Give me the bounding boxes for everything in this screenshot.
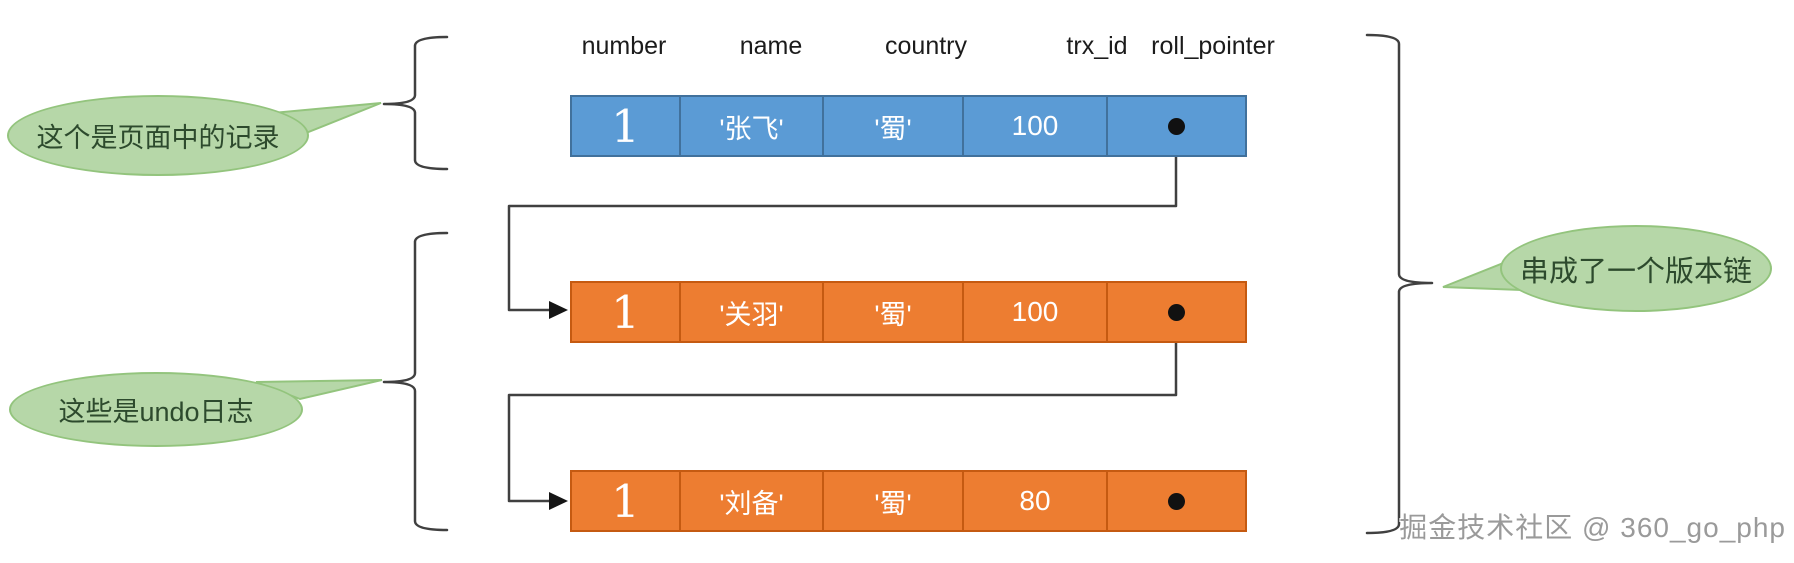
cell-country: '蜀' — [824, 283, 964, 341]
arrowhead-icon — [549, 301, 568, 319]
cell-number: 1 — [572, 97, 681, 155]
brace-undo-logs — [382, 231, 449, 532]
cell-country: '蜀' — [824, 472, 964, 530]
callout-undo-logs: 这些是undo日志 — [9, 372, 303, 447]
cell-number: 1 — [572, 472, 681, 530]
column-header-name: name — [739, 32, 803, 60]
callout-version-chain: 串成了一个版本链 — [1500, 225, 1772, 312]
connector-roll-pointer-2 — [507, 314, 1178, 503]
page-record-row: 1 '张飞' '蜀' 100 — [570, 95, 1247, 157]
cell-name: '关羽' — [681, 283, 824, 341]
roll-pointer-dot-icon — [1168, 117, 1185, 135]
cell-roll-pointer — [1108, 97, 1245, 155]
cell-roll-pointer — [1108, 472, 1245, 530]
cell-roll-pointer — [1108, 283, 1245, 341]
connector-roll-pointer-1 — [507, 128, 1178, 312]
column-header-country: country — [885, 32, 967, 60]
callout-page-record: 这个是页面中的记录 — [7, 95, 309, 176]
column-header-number: number — [581, 32, 667, 60]
cell-trx-id: 100 — [964, 97, 1108, 155]
roll-pointer-dot-icon — [1168, 303, 1185, 321]
undo-log-row-1: 1 '关羽' '蜀' 100 — [570, 281, 1247, 343]
cell-trx-id: 100 — [964, 283, 1108, 341]
cell-country: '蜀' — [824, 97, 964, 155]
column-header-roll-pointer: roll_pointer — [1151, 32, 1275, 60]
undo-log-row-2: 1 '刘备' '蜀' 80 — [570, 470, 1247, 532]
cell-number: 1 — [572, 283, 681, 341]
watermark: 掘金技术社区 @ 360_go_php — [1399, 512, 1786, 543]
brace-version-chain — [1365, 33, 1434, 535]
roll-pointer-dot-icon — [1168, 492, 1185, 510]
column-header-trx-id: trx_id — [1066, 32, 1128, 60]
cell-trx-id: 80 — [964, 472, 1108, 530]
cell-name: '刘备' — [681, 472, 824, 530]
cell-name: '张飞' — [681, 97, 824, 155]
arrowhead-icon — [549, 492, 568, 510]
brace-page-record — [382, 35, 449, 171]
